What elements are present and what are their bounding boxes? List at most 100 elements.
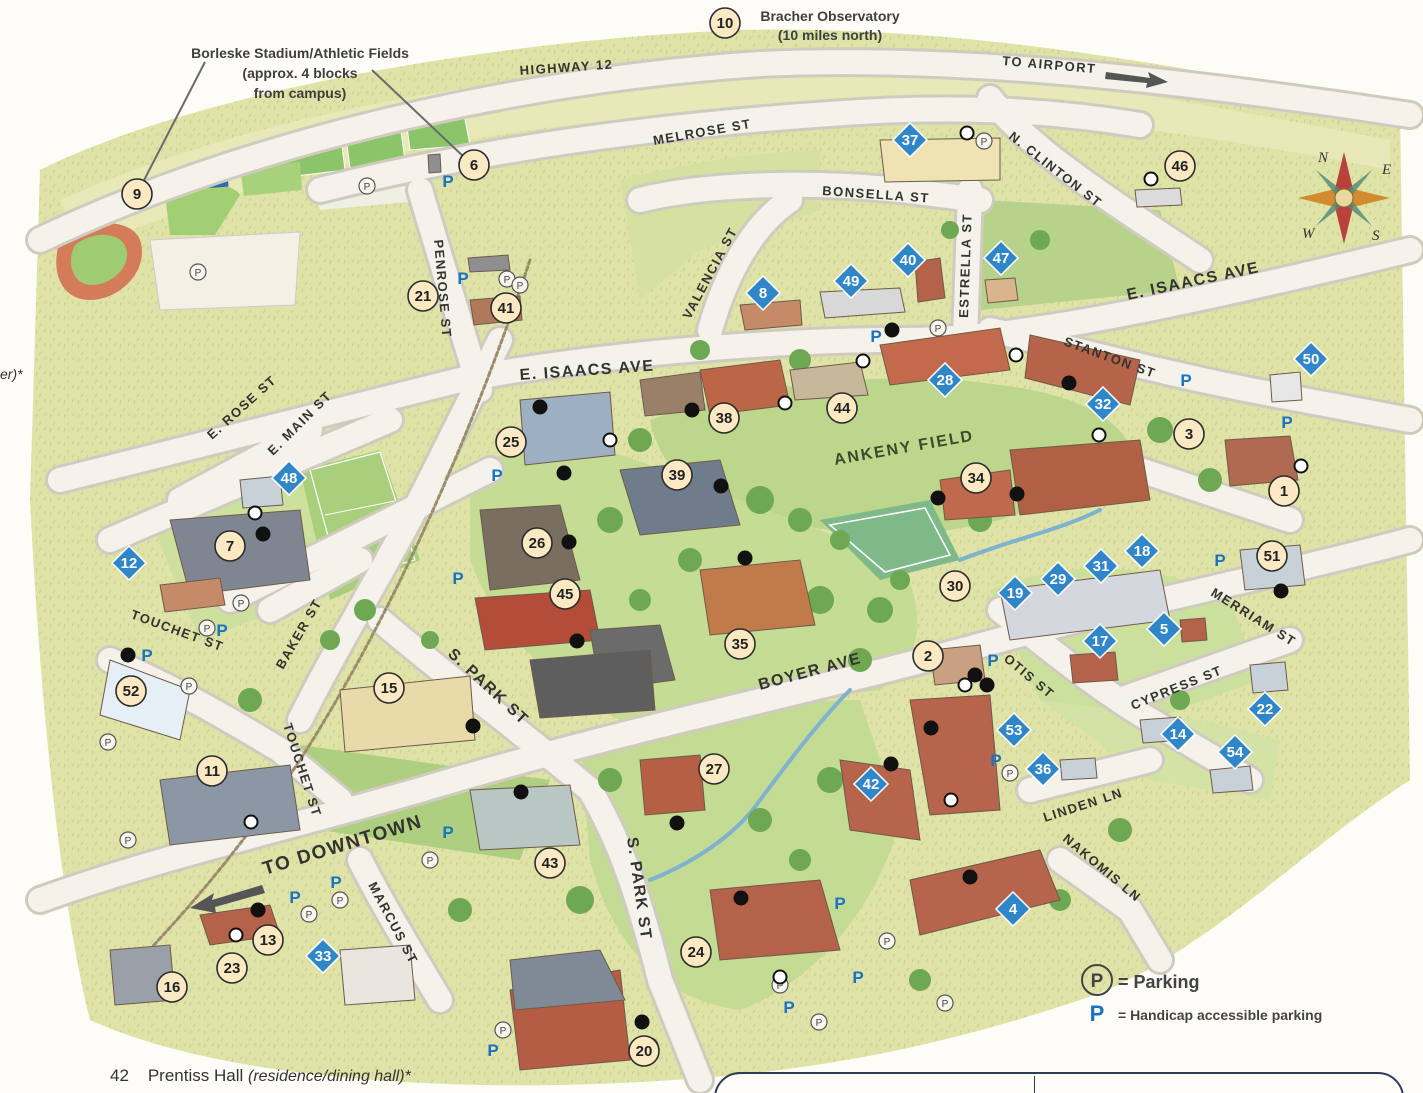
building-marker-54[interactable]: 54: [1216, 733, 1254, 771]
building-marker-17[interactable]: 17: [1081, 622, 1119, 660]
building-marker-47[interactable]: 47: [982, 239, 1020, 277]
svg-text:P: P: [504, 275, 511, 286]
entrance-dot: [602, 432, 618, 448]
accessible-entrance-dot: [513, 784, 529, 800]
parking-icon: P: [878, 932, 896, 950]
building-marker-14[interactable]: 14: [1159, 715, 1197, 753]
building-marker-34[interactable]: 34: [960, 462, 992, 494]
building-marker-31[interactable]: 31: [1082, 547, 1120, 585]
legend-parking-icon: [1081, 964, 1113, 996]
building-marker-18[interactable]: 18: [1123, 532, 1161, 570]
parking-icon: P: [198, 619, 216, 637]
parking-icon: P: [936, 994, 954, 1012]
building-marker-35[interactable]: 35: [724, 628, 756, 660]
building-marker-26[interactable]: 26: [521, 527, 553, 559]
building-number: 20: [636, 1043, 653, 1060]
building-marker-42[interactable]: 42: [852, 765, 890, 803]
svg-text:P: P: [364, 182, 371, 193]
building-marker-19[interactable]: 19: [996, 574, 1034, 612]
building-marker-33[interactable]: 33: [304, 937, 342, 975]
compass-n: N: [1317, 150, 1329, 166]
entrance-dot: [243, 814, 259, 830]
building-marker-4[interactable]: 4: [994, 890, 1032, 928]
handicap-parking-icon: P: [1214, 551, 1225, 570]
building-number: 30: [947, 578, 964, 595]
building-marker-37[interactable]: 37: [891, 121, 929, 159]
parking-icon: P: [119, 831, 137, 849]
building-marker-38[interactable]: 38: [708, 402, 740, 434]
parking-icon: P: [99, 733, 117, 751]
building-marker-12[interactable]: 12: [110, 544, 148, 582]
building-marker-49[interactable]: 49: [832, 262, 870, 300]
building-marker-1[interactable]: 1: [1268, 475, 1300, 507]
building-marker-10[interactable]: 10: [709, 7, 741, 39]
building-number: 18: [1134, 543, 1151, 560]
cropped-note-text: er)*: [0, 366, 23, 382]
building-marker-9[interactable]: 9: [121, 178, 153, 210]
building-list-entry: 42 Prentiss Hall (residence/dining hall)…: [110, 1066, 411, 1086]
building-marker-24[interactable]: 24: [680, 936, 712, 968]
building-number: 50: [1303, 351, 1320, 368]
building-marker-6[interactable]: 6: [458, 149, 490, 181]
accessible-entrance-dot: [713, 478, 729, 494]
building-marker-29[interactable]: 29: [1039, 560, 1077, 598]
observatory-callout-line1: Bracher Observatory: [760, 8, 900, 24]
stadium-callout-line3: from campus): [254, 85, 347, 101]
building-number: 16: [164, 979, 181, 996]
accessible-entrance-dot: [684, 402, 700, 418]
handicap-parking-icon: P: [452, 569, 463, 588]
building-marker-5[interactable]: 5: [1145, 610, 1183, 648]
building-marker-45[interactable]: 45: [549, 578, 581, 610]
parking-icon: P: [331, 891, 349, 909]
building-number: 21: [415, 288, 432, 305]
entry-number: 42: [110, 1066, 129, 1085]
building-marker-11[interactable]: 11: [196, 755, 228, 787]
handicap-parking-icon: P: [487, 1041, 498, 1060]
building-marker-44[interactable]: 44: [826, 392, 858, 424]
building-marker-22[interactable]: 22: [1246, 690, 1284, 728]
building-marker-3[interactable]: 3: [1173, 418, 1205, 450]
building-marker-39[interactable]: 39: [661, 459, 693, 491]
building-number: 49: [843, 273, 860, 290]
building-marker-21[interactable]: 21: [407, 280, 439, 312]
building-marker-36[interactable]: 36: [1024, 750, 1062, 788]
building-marker-43[interactable]: 43: [534, 847, 566, 879]
building-number: 35: [732, 636, 749, 653]
building-marker-2[interactable]: 2: [912, 640, 944, 672]
building-marker-7[interactable]: 7: [214, 530, 246, 562]
svg-text:P: P: [884, 937, 891, 948]
building-number: 39: [669, 467, 686, 484]
building-number: 51: [1264, 548, 1281, 565]
building-marker-32[interactable]: 32: [1084, 385, 1122, 423]
building-marker-53[interactable]: 53: [995, 711, 1033, 749]
building-marker-27[interactable]: 27: [698, 753, 730, 785]
building-number: 23: [224, 960, 241, 977]
handicap-parking-icon: P: [852, 968, 863, 987]
building-marker-40[interactable]: 40: [889, 241, 927, 279]
building-marker-20[interactable]: 20: [628, 1035, 660, 1067]
building-marker-51[interactable]: 51: [1256, 540, 1288, 572]
building-marker-23[interactable]: 23: [216, 952, 248, 984]
building-marker-28[interactable]: 28: [926, 361, 964, 399]
building-marker-41[interactable]: 41: [490, 292, 522, 324]
building-marker-48[interactable]: 48: [270, 459, 308, 497]
building-marker-50[interactable]: 50: [1292, 340, 1330, 378]
accessible-entrance-dot: [962, 869, 978, 885]
entrance-dot: [1091, 427, 1107, 443]
building-marker-25[interactable]: 25: [495, 426, 527, 458]
building-marker-13[interactable]: 13: [252, 924, 284, 956]
accessible-entrance-dot: [930, 490, 946, 506]
building-marker-30[interactable]: 30: [939, 570, 971, 602]
accessible-entrance-dot: [967, 667, 983, 683]
building-marker-52[interactable]: 52: [115, 675, 147, 707]
building-marker-46[interactable]: 46: [1164, 150, 1196, 182]
parking-icon: P: [810, 1013, 828, 1031]
building-marker-16[interactable]: 16: [156, 971, 188, 1003]
svg-text:P: P: [105, 738, 112, 749]
street-label: ESTRELLA ST: [956, 213, 975, 318]
building-marker-8[interactable]: 8: [744, 274, 782, 312]
compass-e: E: [1381, 162, 1391, 178]
building-marker-15[interactable]: 15: [373, 672, 405, 704]
street-label: HIGHWAY 12: [519, 56, 614, 78]
